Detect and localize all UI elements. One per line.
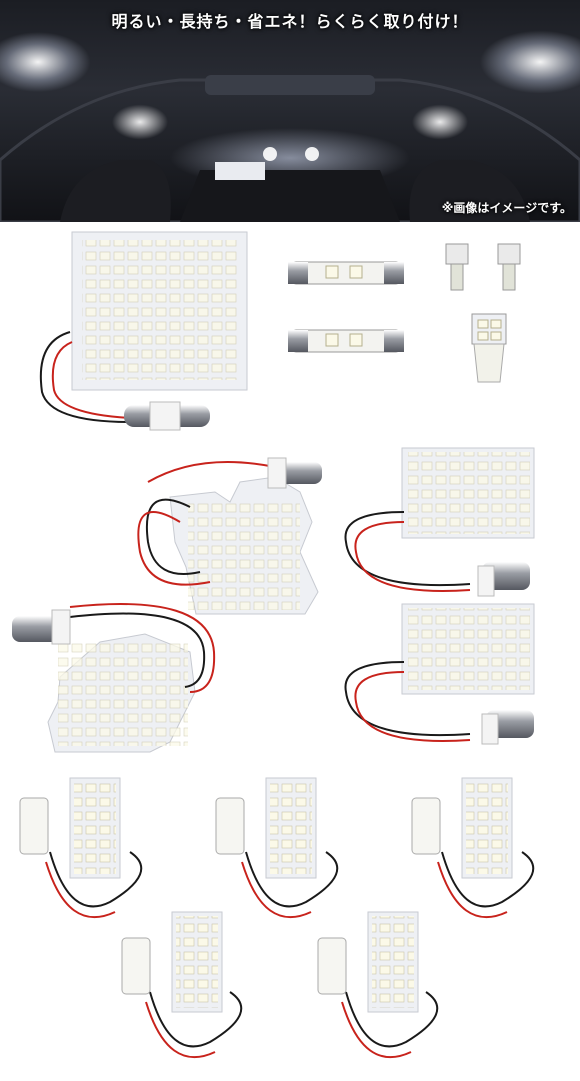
rect-led-panel-right-bottom <box>344 603 535 745</box>
small-led-board-4 <box>121 911 243 1059</box>
image-disclaimer: ※画像はイメージです。 <box>441 201 572 215</box>
car-interior-illustration <box>0 75 580 222</box>
small-led-board-1 <box>19 777 143 919</box>
large-led-panel <box>39 231 248 431</box>
interior-banner-photo: 明るい・長持ち・省エネ！らくらく取り付け！ ※画像はイメージです。 <box>0 0 580 222</box>
led-kit-products <box>12 231 535 1059</box>
small-led-board-3 <box>411 777 535 919</box>
small-led-board-5 <box>317 911 439 1059</box>
t10-wedge-bulbs <box>445 243 521 383</box>
small-led-board-2 <box>215 777 339 919</box>
festoon-bulbs <box>288 261 404 353</box>
shaped-led-panel-left <box>12 603 216 753</box>
headline: 明るい・長持ち・省エネ！らくらく取り付け！ <box>111 12 469 31</box>
shaped-led-panel-middle <box>137 457 322 615</box>
rect-led-panel-right-top <box>344 447 535 597</box>
